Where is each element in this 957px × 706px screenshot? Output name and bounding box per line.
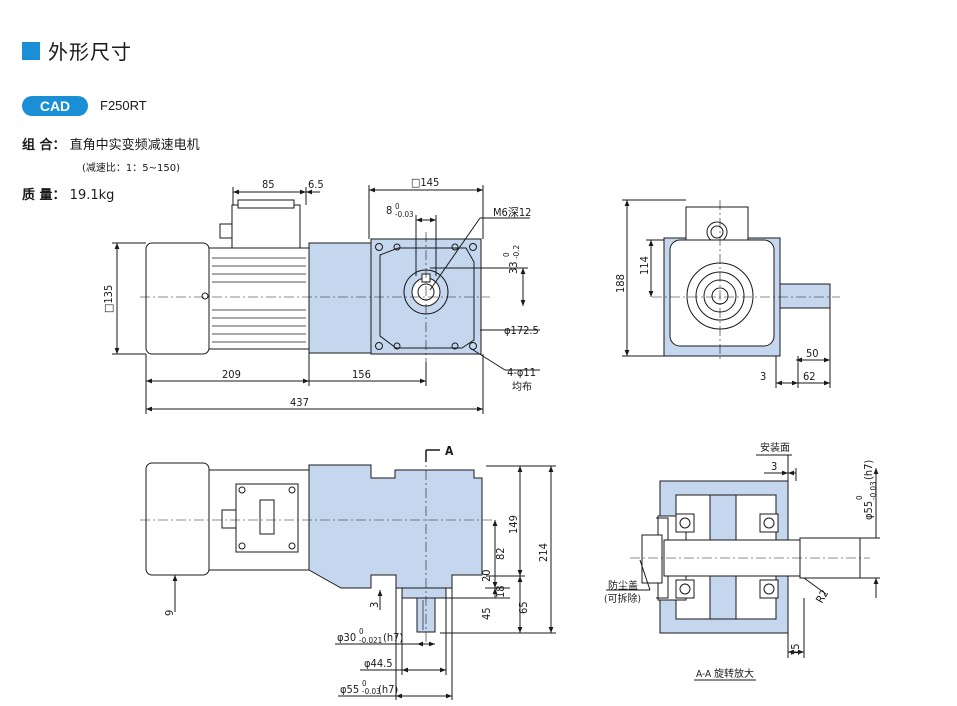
motor-body [208,247,310,350]
section-header: 外形尺寸 [22,36,132,65]
dim-section-pilot55-fit: (h7) [862,460,875,480]
dim-pilot55-fit: (h7) [378,683,398,696]
dim-shaft30-fit: (h7) [383,631,403,644]
dim-pilot55-tol-dn: -0.03 [362,687,381,696]
motor-rear-cap [145,242,210,355]
dim-key8: 8 [386,204,392,217]
dim-end-3: 3 [760,370,766,383]
dim-62: 62 [803,370,816,383]
dim-section-pilot55-tol-up: 0 [855,495,864,500]
section-title: 外形尺寸 [48,40,132,64]
dim-33-tol-dn: -0.2 [512,245,521,259]
section-marker-icon [22,41,40,60]
dim-156: 156 [352,368,371,381]
mass-value: 19.1kg [69,188,115,203]
dim-r2: R2 [813,588,831,606]
section-caption: A-A 旋转放大 [696,667,754,680]
dust-cap-label: 防尘盖 [608,579,638,592]
dim-188: 188 [614,274,627,293]
front-view [140,449,556,700]
ratio-note: (减速比：1：5~150) [82,163,180,174]
dim-sq145: □145 [411,176,439,189]
section-view [606,454,880,681]
dim-50: 50 [806,347,819,360]
dim-114: 114 [638,256,651,275]
terminal-box [231,204,301,249]
dim-holes: 4-φ11 [507,366,536,379]
dim-section-3: 3 [771,460,777,473]
dim-pilot55: φ55 [340,683,359,696]
bearing-right-top [759,513,779,533]
bearing-left-top [675,513,695,533]
model-number: F250RT [100,98,147,113]
dim-85: 85 [262,178,275,191]
dim-6-5: 6.5 [308,178,324,191]
dim-82: 82 [494,547,507,560]
dim-149: 149 [507,515,520,534]
dim-m6: M6深12 [493,206,531,219]
dim-shaft30-tol-up: 0 [359,627,364,636]
dim-section-pilot55: φ55 [862,501,875,520]
dim-shaft30-tol-dn: -0.021 [359,636,382,645]
dim-437: 437 [290,396,309,409]
combination-row: 组 合： 直角中实变频减速电机 [22,134,200,153]
gearbox-front [308,464,483,589]
gearbox-adapter [308,242,372,354]
motor-rear-cap-front [145,462,210,576]
mount-face-label: 安装面 [760,441,790,454]
dim-key8-tol-up: 0 [395,202,400,211]
dim-pcd: φ172.5 [504,324,539,337]
dim-key8-tol-dn: -0.03 [395,210,414,219]
output-shaft-end [779,283,831,309]
dim-33-tol-up: 0 [502,252,511,257]
dim-pilot55-tol-up: 0 [362,679,367,688]
dim-45: 45 [480,607,493,620]
mass-label: 质 量： [22,188,66,203]
removable-label: (可拆除) [604,592,641,605]
dim-65: 65 [517,601,530,614]
dim-209: 209 [222,368,241,381]
dim-20: 20 [480,569,493,582]
dim-shaft30: φ30 [337,631,356,644]
dim-44-5: φ44.5 [364,657,393,670]
screw-icon [201,292,209,300]
combination-value: 直角中实变频减速电机 [69,138,200,153]
side-view [112,185,540,414]
dim-front-3: 3 [368,602,381,608]
dim-section-pilot55-tol-dn: -0.03 [869,481,878,500]
dim-sq135: □135 [102,285,115,313]
dim-18: 18 [494,585,507,598]
dim-9: 9 [163,610,176,616]
combination-label: 组 合： [22,138,66,153]
dim-214: 214 [537,543,550,562]
cad-button[interactable]: CAD [22,96,88,116]
dim-33: 33 [507,261,520,274]
mass-row: 质 量： 19.1kg [22,184,114,203]
section-mark-a: A [445,444,454,458]
dim-15: 15 [789,643,802,656]
end-view [622,199,840,388]
dim-holes-note: 均布 [512,381,532,393]
